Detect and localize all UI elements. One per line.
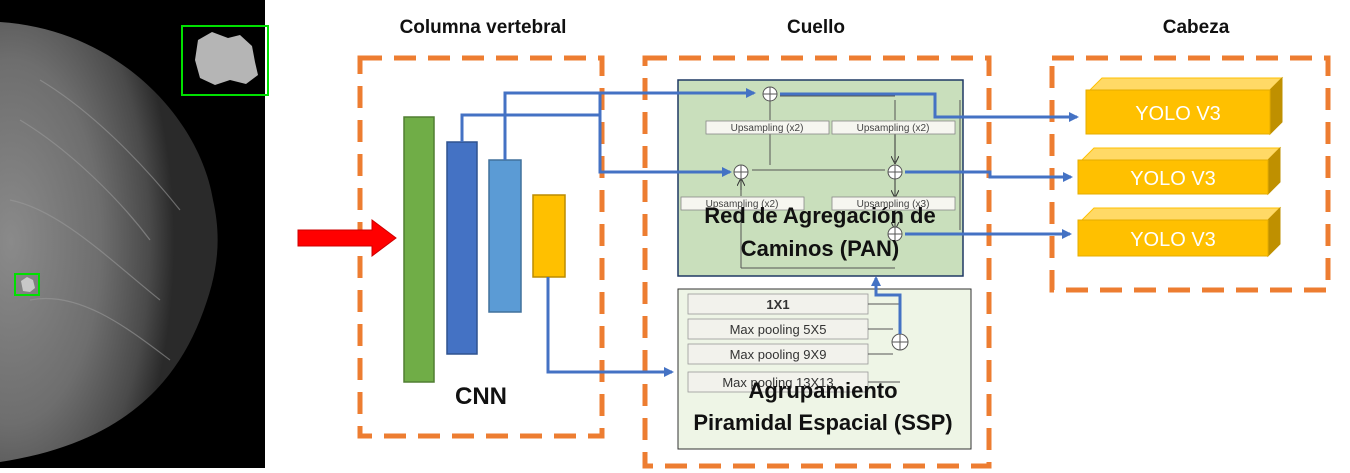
spp-label-line2: Piramidal Espacial (SSP) [693, 410, 952, 435]
pan-block: Upsampling (x2) Upsampling (x2) Upsampli… [677, 79, 964, 277]
plus-node [887, 164, 903, 180]
spp-row-2: Max pooling 5X5 [730, 322, 827, 337]
arrow-pan-to-head-1 [780, 92, 1079, 122]
title-head: Cabeza [1163, 17, 1230, 38]
backbone-layer-2 [446, 141, 478, 355]
backbone-layer-4 [532, 194, 566, 278]
yolo-head-2: YOLO V3 [1077, 146, 1282, 196]
detection-box-large [181, 25, 269, 96]
spp-label-line1: Agrupamiento [748, 378, 897, 403]
backbone-layer-3 [488, 159, 522, 313]
spp-row-1: 1X1 [766, 297, 789, 312]
plus-node [891, 333, 909, 351]
yolo-head-1: YOLO V3 [1085, 76, 1284, 136]
plus-node [733, 164, 749, 180]
arrow-spp-to-pan [871, 276, 902, 334]
pan-label-line2: Caminos (PAN) [741, 236, 900, 261]
neck-region [642, 55, 992, 469]
input-arrow [297, 219, 397, 257]
upsampling-label-1: Upsampling (x2) [731, 123, 804, 134]
yolo-head-3: YOLO V3 [1077, 206, 1282, 258]
yolo-label-2: YOLO V3 [1130, 168, 1216, 190]
arrow-pan-to-head-2 [905, 170, 1073, 182]
backbone-layer-1 [403, 116, 435, 383]
spp-block: 1X1 Max pooling 5X5 Max pooling 9X9 Max … [677, 288, 972, 450]
arrow-backbone-to-spp [546, 277, 674, 377]
lesion-mask-large [195, 32, 258, 85]
plus-node [887, 226, 903, 242]
head-region [1049, 55, 1331, 293]
arrow-backbone-to-pan-mid [503, 91, 732, 177]
upsampling-label-3: Upsampling (x2) [706, 199, 779, 210]
upsampling-label-2: Upsampling (x2) [857, 123, 930, 134]
title-backbone: Columna vertebral [400, 17, 567, 38]
yolo-label-3: YOLO V3 [1130, 229, 1216, 251]
connections [460, 88, 1079, 377]
yolo-label-1: YOLO V3 [1135, 103, 1221, 125]
plus-node [762, 86, 778, 102]
mammogram-image [0, 0, 269, 468]
title-neck: Cuello [787, 17, 845, 38]
lesion-mask-small [21, 277, 35, 292]
cnn-label: CNN [455, 383, 507, 410]
pan-label-line1: Red de Agregación de [704, 203, 935, 228]
backbone-region [357, 55, 605, 439]
upsampling-label-4: Upsampling (x3) [857, 199, 930, 210]
spp-row-4: Max pooling 13X13 [722, 375, 833, 390]
spp-row-3: Max pooling 9X9 [730, 347, 827, 362]
detection-box-small [14, 273, 40, 296]
